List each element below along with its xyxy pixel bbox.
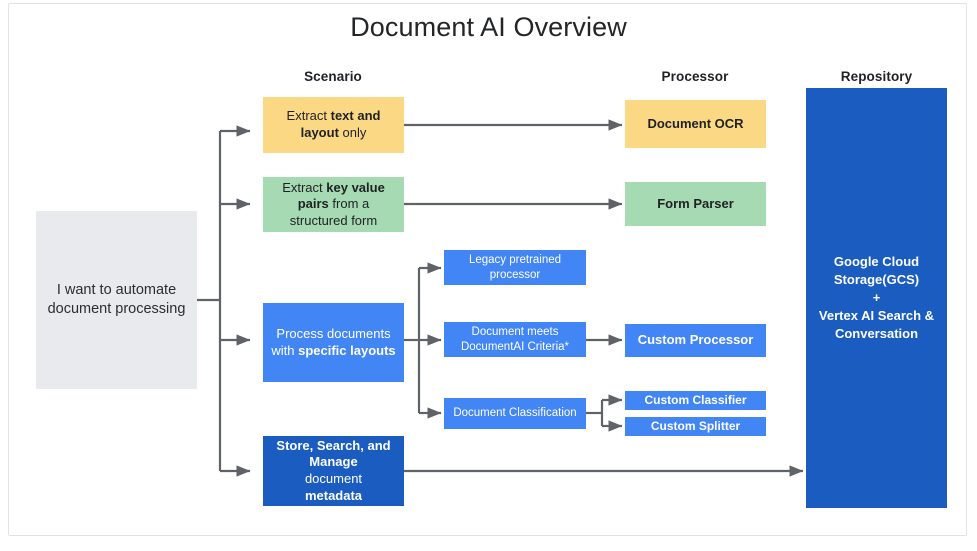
scenario-label-process-specific-layouts: Process documents with specific layouts [271,325,396,358]
repository-line-1: Google Cloud [833,254,920,270]
scenario-box-extract-key-value-pairs: Extract key value pairs from a structure… [263,177,404,232]
repository-line-3: + [872,290,881,306]
scenario-box-store-search-manage: Store, Search, and Manage document metad… [263,436,404,506]
processor-box-custom-splitter: Custom Splitter [625,417,766,436]
scenario-label-extract-key-value-pairs: Extract key value pairs from a structure… [282,179,385,228]
decision-box-document-meets-criteria: Document meets DocumentAI Criteria* [444,322,586,357]
processor-label-custom-classifier: Custom Classifier [644,392,747,407]
scenario-label-store-search-manage: Store, Search, and Manage document metad… [276,437,391,503]
processor-label-custom-processor: Custom Processor [637,332,754,348]
processor-box-custom-classifier: Custom Classifier [625,391,766,410]
processor-box-document-ocr: Document OCR [625,100,766,148]
decision-box-document-classification: Document Classification [444,398,586,429]
page-title: Document AI Overview [350,12,627,42]
scenario-box-extract-text-layout: Extract text and layout only [263,97,404,153]
processor-label-custom-splitter: Custom Splitter [650,418,741,433]
scenario-box-process-specific-layouts: Process documents with specific layouts [263,303,404,382]
scenario-label-extract-text-layout: Extract text and layout only [286,108,381,140]
processor-box-form-parser: Form Parser [625,182,766,226]
column-header-repository: Repository [840,69,913,84]
entry-label: I want to automate document processing [47,282,186,317]
repository-line-5: Conversation [834,325,919,341]
repository-box: Google Cloud Storage(GCS) + Vertex AI Se… [806,88,947,508]
decision-label-document-classification: Document Classification [453,407,577,420]
processor-label-document-ocr: Document OCR [647,115,744,131]
processor-box-custom-processor: Custom Processor [625,324,766,357]
repository-line-2: Storage(GCS) [833,272,920,288]
entry-box: I want to automate document processing [36,211,197,389]
column-header-processor: Processor [661,69,729,84]
decision-label-document-meets-criteria: Document meets DocumentAI Criteria* [460,325,569,353]
decision-box-legacy-pretrained-processor: Legacy pretrained processor [444,250,586,285]
repository-line-4: Vertex AI Search & [818,307,935,323]
decision-label-legacy-pretrained-processor: Legacy pretrained processor [468,253,562,281]
column-header-scenario: Scenario [304,69,362,84]
processor-label-form-parser: Form Parser [657,195,734,211]
